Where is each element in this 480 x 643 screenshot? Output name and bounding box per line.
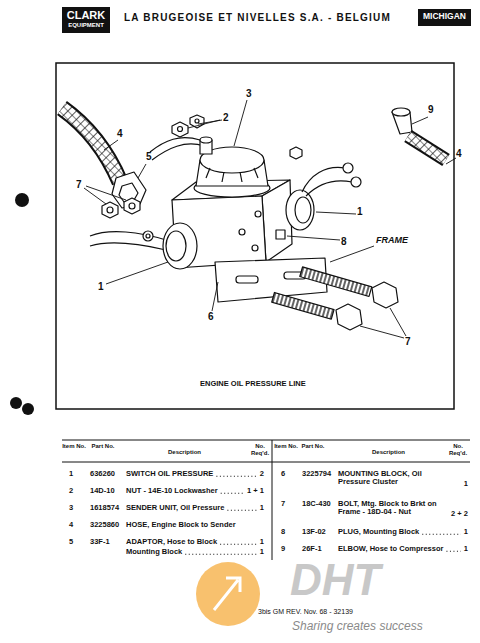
table-cell: 636260 xyxy=(90,470,115,478)
table-cell: 1 xyxy=(242,548,264,556)
logo-box xyxy=(418,9,471,26)
table-cell: 13F-02 xyxy=(302,528,326,536)
callout-number: 7 xyxy=(405,336,411,347)
callout-number: 4 xyxy=(117,128,123,139)
table-cell: HOSE, Engine Block to Sender xyxy=(126,521,266,529)
table-cell: PLUG, Mounting Block xyxy=(338,528,419,536)
frame-label: FRAME xyxy=(376,236,408,246)
table-cell: 3 xyxy=(64,504,78,512)
table-cell: 1 + 1 xyxy=(242,487,264,495)
table-cell: 5 xyxy=(64,538,78,546)
table-header: No. Req'd. xyxy=(248,443,272,456)
callout-number: 3 xyxy=(246,88,252,99)
table-header: Description xyxy=(168,449,201,456)
table-header: Item No. xyxy=(274,443,298,450)
table-cell: 14D-10 xyxy=(90,487,115,495)
table-cell: 1 xyxy=(64,470,78,478)
table-cell: ELBOW, Hose to Compressor xyxy=(338,545,443,553)
table-header: Item No. xyxy=(62,443,86,450)
table-cell: NUT - 14E-10 Lockwasher xyxy=(126,487,218,495)
table-cell: BOLT, Mtg. Block to Brkt on Frame - 18D-… xyxy=(338,500,454,517)
callout-number: 8 xyxy=(341,236,347,247)
dot-leader xyxy=(221,493,244,494)
dot-leader xyxy=(220,544,257,545)
callout-number: 4 xyxy=(456,148,462,159)
callout-number: 1 xyxy=(357,206,363,217)
table-cell: 4 xyxy=(64,521,78,529)
dot-leader xyxy=(422,534,461,535)
table-cell: SWITCH OIL PRESSURE xyxy=(126,470,213,478)
table-cell: 2 xyxy=(64,487,78,495)
table-cell: 2 + 2 xyxy=(446,510,468,518)
table-header: Part No. xyxy=(90,443,116,450)
figure-frame xyxy=(56,63,454,409)
revision-note: 3bis GM REV. Nov. 68 - 32139 xyxy=(258,608,353,616)
callout-number: 2 xyxy=(223,112,229,123)
logo-text: EQUIPMENT xyxy=(64,22,108,29)
table-cell: 1 xyxy=(242,504,264,512)
logo-text: MICHIGAN xyxy=(419,12,470,21)
callout-number: 7 xyxy=(76,179,82,190)
callout-number: 1 xyxy=(98,281,104,292)
logo-text: CLARK xyxy=(64,9,108,21)
table-cell: 3225860 xyxy=(90,521,119,529)
table-cell: 9 xyxy=(276,545,290,553)
table-cell: 7 xyxy=(276,500,290,508)
table-header: No. Req'd. xyxy=(446,443,470,456)
table-cell: 6 xyxy=(276,470,290,478)
table-cell: 26F-1 xyxy=(302,545,322,553)
dot-leader xyxy=(227,510,256,511)
table-cell: 1 xyxy=(242,538,264,546)
table-header: Description xyxy=(372,449,405,456)
table-cell: Mounting Block xyxy=(126,548,182,556)
table-header: Part No. xyxy=(300,443,326,450)
callout-number: 9 xyxy=(428,104,434,115)
table-cell: MOUNTING BLOCK, Oil Pressure Cluster xyxy=(338,470,446,487)
table-cell: ADAPTOR, Hose to Block xyxy=(126,538,217,546)
logo-box xyxy=(62,7,110,33)
callout-number: 5 xyxy=(146,151,152,162)
dot-leader xyxy=(446,551,460,552)
table-cell: 1 xyxy=(446,528,468,536)
watermark: DHT xyxy=(290,556,380,604)
header-title: LA BRUGEOISE ET NIVELLES S.A. - BELGIUM xyxy=(124,12,391,23)
callout-number: 6 xyxy=(208,311,214,322)
figure-caption: ENGINE OIL PRESSURE LINE xyxy=(200,380,306,388)
watermark: Sharing creates success xyxy=(292,620,423,633)
table-cell: 2 xyxy=(242,470,264,478)
table-cell: 3225794 xyxy=(302,470,331,478)
table-cell: SENDER UNIT, Oil Pressure xyxy=(126,504,224,512)
table-cell: 1618574 xyxy=(90,504,119,512)
table-cell: 18C-430 xyxy=(302,500,331,508)
table-cell: 8 xyxy=(276,528,290,536)
dot-leader xyxy=(216,476,256,477)
dot-leader xyxy=(185,554,257,555)
table-cell: 1 xyxy=(446,545,468,553)
table-cell: 1 xyxy=(446,480,468,488)
table-cell: 33F-1 xyxy=(90,538,110,546)
